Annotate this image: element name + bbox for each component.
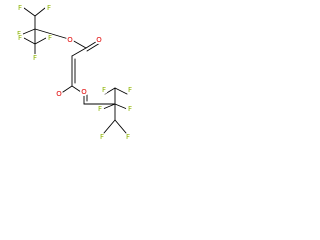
bond bbox=[103, 119, 116, 134]
atom-oxygen: O bbox=[55, 90, 63, 98]
atom-label: F bbox=[128, 86, 132, 94]
atom-fluorine: F bbox=[16, 34, 24, 42]
atom-label: F bbox=[100, 133, 104, 141]
atom-fluorine: F bbox=[98, 133, 106, 141]
atom-label: O bbox=[67, 36, 73, 44]
atom-label: F bbox=[126, 133, 130, 141]
bond bbox=[71, 39, 87, 49]
atom-label: F bbox=[98, 105, 102, 113]
atom-label: F bbox=[33, 54, 37, 62]
atom-fluorine: F bbox=[46, 34, 54, 42]
bond bbox=[114, 103, 128, 110]
bond bbox=[22, 28, 36, 35]
atom-fluorine: F bbox=[16, 4, 24, 12]
bond bbox=[71, 47, 87, 57]
atom-fluorine: F bbox=[96, 105, 104, 113]
atom-label: F bbox=[47, 4, 51, 12]
bond bbox=[86, 42, 101, 52]
atom-label: F bbox=[18, 34, 22, 42]
atom-oxygen: O bbox=[95, 36, 103, 44]
atom-fluorine: F bbox=[31, 54, 39, 62]
atom-oxygen: O bbox=[66, 36, 74, 44]
atom-label: F bbox=[128, 105, 132, 113]
bond bbox=[34, 37, 47, 45]
bond-layer bbox=[22, 7, 128, 134]
atom-label: O bbox=[56, 90, 62, 98]
bond bbox=[102, 103, 116, 110]
atom-fluorine: F bbox=[124, 133, 132, 141]
bond bbox=[34, 7, 46, 17]
atom-fluorine: F bbox=[45, 4, 53, 12]
atom-label: F bbox=[102, 86, 106, 94]
atom-label: F bbox=[48, 34, 52, 42]
bond bbox=[23, 37, 36, 45]
atom-fluorine: F bbox=[126, 105, 134, 113]
bond bbox=[114, 119, 127, 134]
atom-label: O bbox=[81, 88, 87, 96]
bond bbox=[104, 87, 116, 95]
bond bbox=[23, 7, 36, 17]
atom-fluorine: F bbox=[100, 86, 108, 94]
atom-oxygen: O bbox=[80, 88, 88, 96]
atom-label: F bbox=[18, 4, 22, 12]
atom-label: O bbox=[96, 36, 102, 44]
bond bbox=[114, 87, 128, 95]
bond bbox=[34, 28, 73, 41]
atom-fluorine: F bbox=[126, 86, 134, 94]
atom-label: F bbox=[17, 30, 21, 38]
